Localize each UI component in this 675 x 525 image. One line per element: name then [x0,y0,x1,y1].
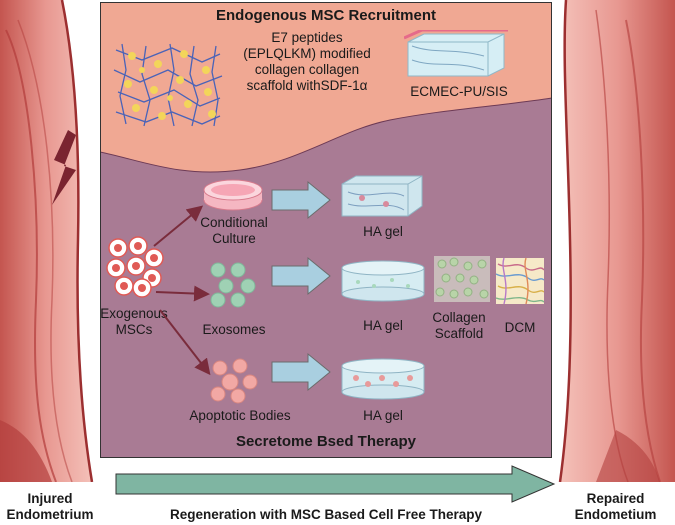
block-arrows [270,180,332,400]
msc-cluster-icon [104,236,166,298]
injured-endometrium-illustration [0,0,96,482]
ecmec-scaffold-image [404,30,508,80]
exosomes-label: Exosomes [202,322,266,337]
ha-gel-2-label: HA gel [363,318,403,333]
footer-arrow [114,464,556,504]
exosomes-icon [208,262,258,308]
dcm-image [496,258,544,304]
apoptotic-bodies-label: Apoptotic Bodies [189,408,291,423]
ha-gel-1-image [338,174,426,218]
ecmec-label: ECMEC-PU/SIS [410,84,508,99]
branch-arrows [150,200,220,380]
top-title: Endogenous MSC Recruitment [215,7,436,24]
bottom-title: Secretome Bsed Therapy [235,433,417,450]
footer-caption: Regeneration with MSC Based Cell Free Th… [169,507,483,522]
repaired-label: Repaired Endometium [574,491,657,522]
ha-gel-1-label: HA gel [363,224,403,239]
ha-gel-2-image [338,258,428,302]
petri-dish-icon [202,178,264,212]
dcm-label: DCM [504,320,536,335]
ha-gel-3-label: HA gel [363,408,403,423]
msc-label: Exogenous MSCs [100,306,168,337]
collagen-scaffold-image [434,256,490,302]
repaired-endometrium-illustration [556,0,675,482]
ha-gel-3-image [338,356,428,400]
injured-label: Injured Endometrium [6,491,94,522]
conditional-culture-label: Conditional Culture [200,215,268,246]
apoptotic-bodies-icon [208,358,262,404]
collagen-scaffold-label: Collagen Scaffold [432,310,486,341]
peptide-scaffold-image [112,40,224,128]
peptide-text: E7 peptides (EPLQLKM) modified collagen … [243,30,371,93]
